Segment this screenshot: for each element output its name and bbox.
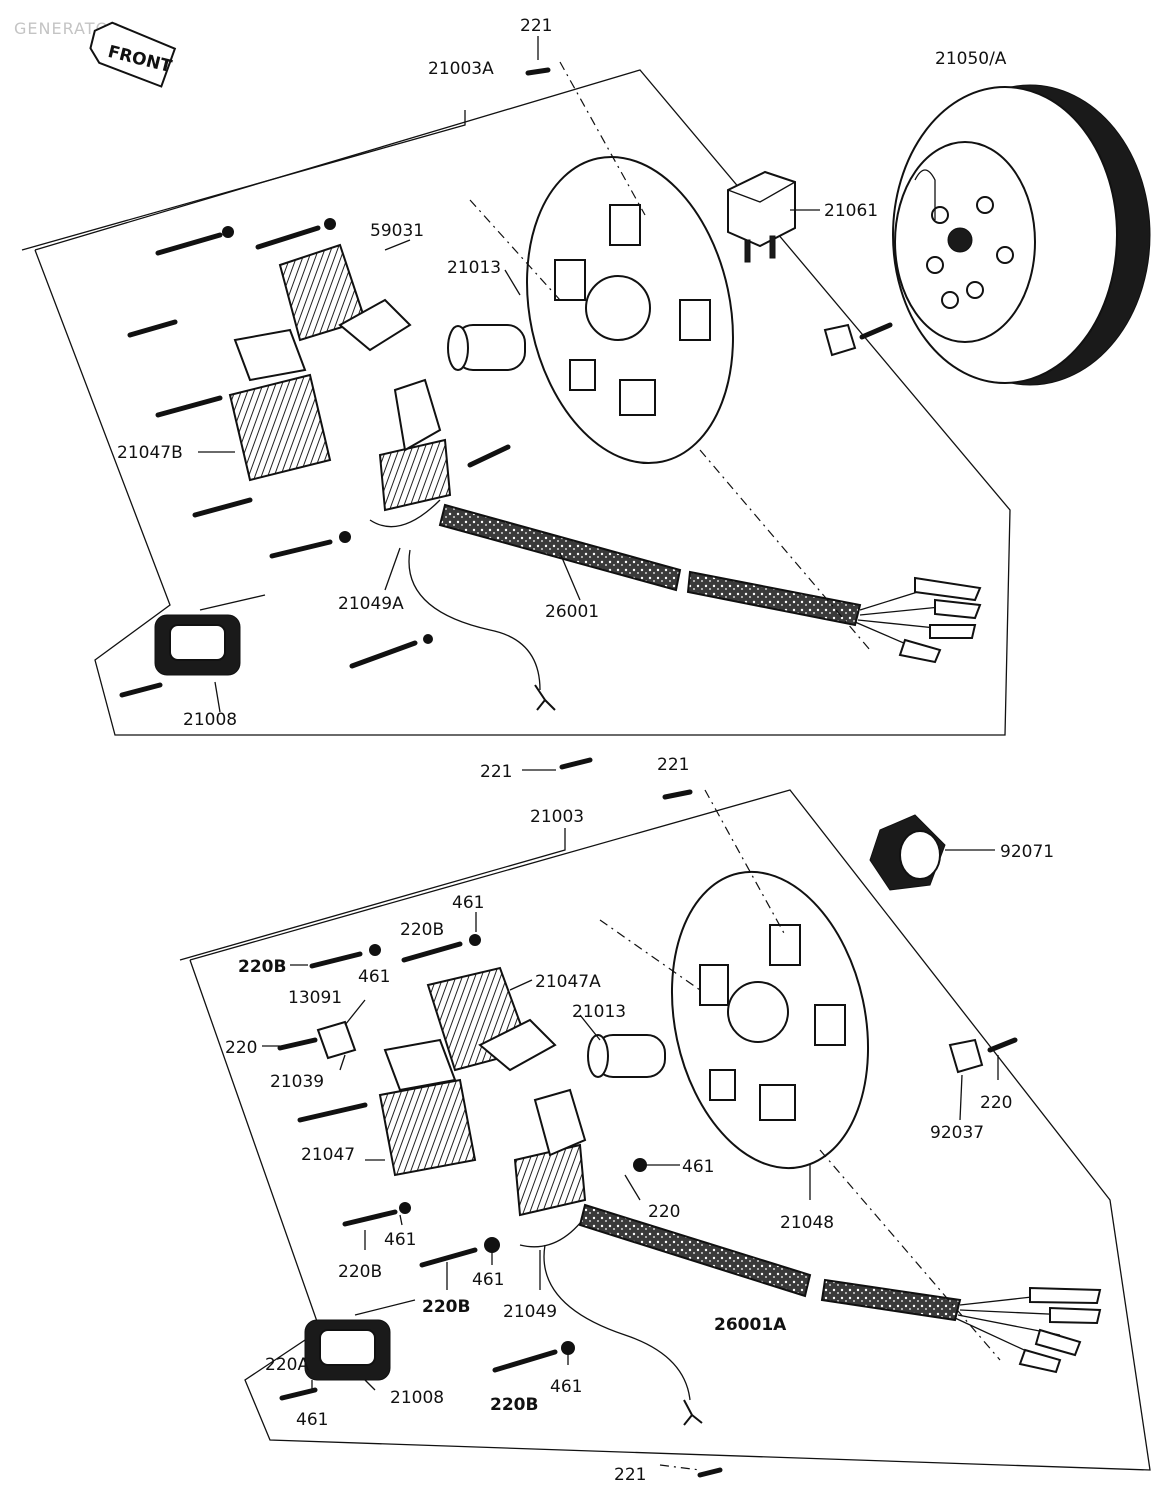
upper-harness-sheath <box>438 503 682 592</box>
label-13091: 13091 <box>288 988 342 1008</box>
upper-leaders <box>198 36 871 713</box>
upper-pickup <box>154 594 266 676</box>
upper-bracket <box>823 323 857 357</box>
label-21039: 21039 <box>270 1072 324 1092</box>
upper-coils <box>228 243 452 528</box>
label-92037: 92037 <box>930 1123 984 1143</box>
label-21049A: 21049A <box>338 594 404 614</box>
label-26001A: 26001A <box>714 1315 787 1335</box>
label-21008-lower: 21008 <box>390 1388 444 1408</box>
label-220B-b: 220B <box>238 957 286 977</box>
label-21048: 21048 <box>780 1213 834 1233</box>
label-220-c: 220 <box>648 1202 680 1222</box>
label-461-c: 461 <box>682 1157 714 1177</box>
lower-small-bracket <box>316 1020 357 1060</box>
label-220B-c: 220B <box>338 1262 382 1282</box>
upper-screws <box>119 67 893 770</box>
label-461-b: 461 <box>358 967 390 987</box>
lower-harness-sheath-2 <box>820 1278 962 1322</box>
label-92071: 92071 <box>1000 842 1054 862</box>
label-21047B: 21047B <box>117 443 183 463</box>
label-220B-a: 220B <box>400 920 444 940</box>
upper-harness-sheath-2 <box>686 570 862 627</box>
label-461-e: 461 <box>472 1270 504 1290</box>
label-59031: 59031 <box>370 221 424 241</box>
flywheel-rotor <box>892 84 1151 386</box>
lower-pickup <box>304 1299 416 1381</box>
label-21013-upper: 21013 <box>447 258 501 278</box>
lower-leaders <box>262 789 1001 1471</box>
label-220B-d: 220B <box>422 1297 470 1317</box>
label-221-top: 221 <box>520 16 552 36</box>
label-221-mid: 221 <box>480 762 512 782</box>
label-21003A: 21003A <box>428 59 494 79</box>
label-461-g: 461 <box>296 1410 328 1430</box>
grommet <box>869 814 946 891</box>
lower-bracket <box>948 1038 984 1074</box>
label-221-lower: 221 <box>657 755 689 775</box>
label-220B-e: 220B <box>490 1395 538 1415</box>
label-26001: 26001 <box>545 602 599 622</box>
label-21050A: 21050/A <box>935 49 1007 69</box>
upper-frame <box>34 69 1011 736</box>
upper-stator-plate <box>526 155 734 465</box>
label-461-a: 461 <box>452 893 484 913</box>
label-21047: 21047 <box>301 1145 355 1165</box>
regulator-box <box>727 170 796 263</box>
lower-assembly: 221 21003 92071 461 220B 220B 461 21047A… <box>179 755 1151 1485</box>
label-21013-lower: 21013 <box>572 1002 626 1022</box>
upper-leader-21003A <box>21 110 466 251</box>
upper-capacitor <box>447 324 526 371</box>
lower-connectors <box>954 1286 1102 1374</box>
lower-stator-plate <box>670 870 870 1170</box>
label-221-bottom: 221 <box>614 1465 646 1485</box>
front-direction-tag: FRONT <box>89 21 177 88</box>
label-21003: 21003 <box>530 807 584 827</box>
label-220-b: 220 <box>980 1093 1012 1113</box>
upper-connectors <box>854 576 982 664</box>
label-21008-upper: 21008 <box>183 710 237 730</box>
label-220A: 220A <box>265 1355 309 1375</box>
label-21049: 21049 <box>503 1302 557 1322</box>
lower-coils <box>378 966 591 1248</box>
label-461-f: 461 <box>550 1377 582 1397</box>
lower-capacitor <box>587 1034 666 1078</box>
label-21047A: 21047A <box>535 972 601 992</box>
label-21061: 21061 <box>824 201 878 221</box>
lower-screws <box>277 789 1018 1478</box>
lower-harness-sheath <box>578 1203 812 1298</box>
upper-assembly: 221 21003A 21050/A 21061 59031 21013 210… <box>21 16 1151 782</box>
label-220-a: 220 <box>225 1038 257 1058</box>
lower-leader-21003 <box>179 828 566 961</box>
label-461-d: 461 <box>384 1230 416 1250</box>
